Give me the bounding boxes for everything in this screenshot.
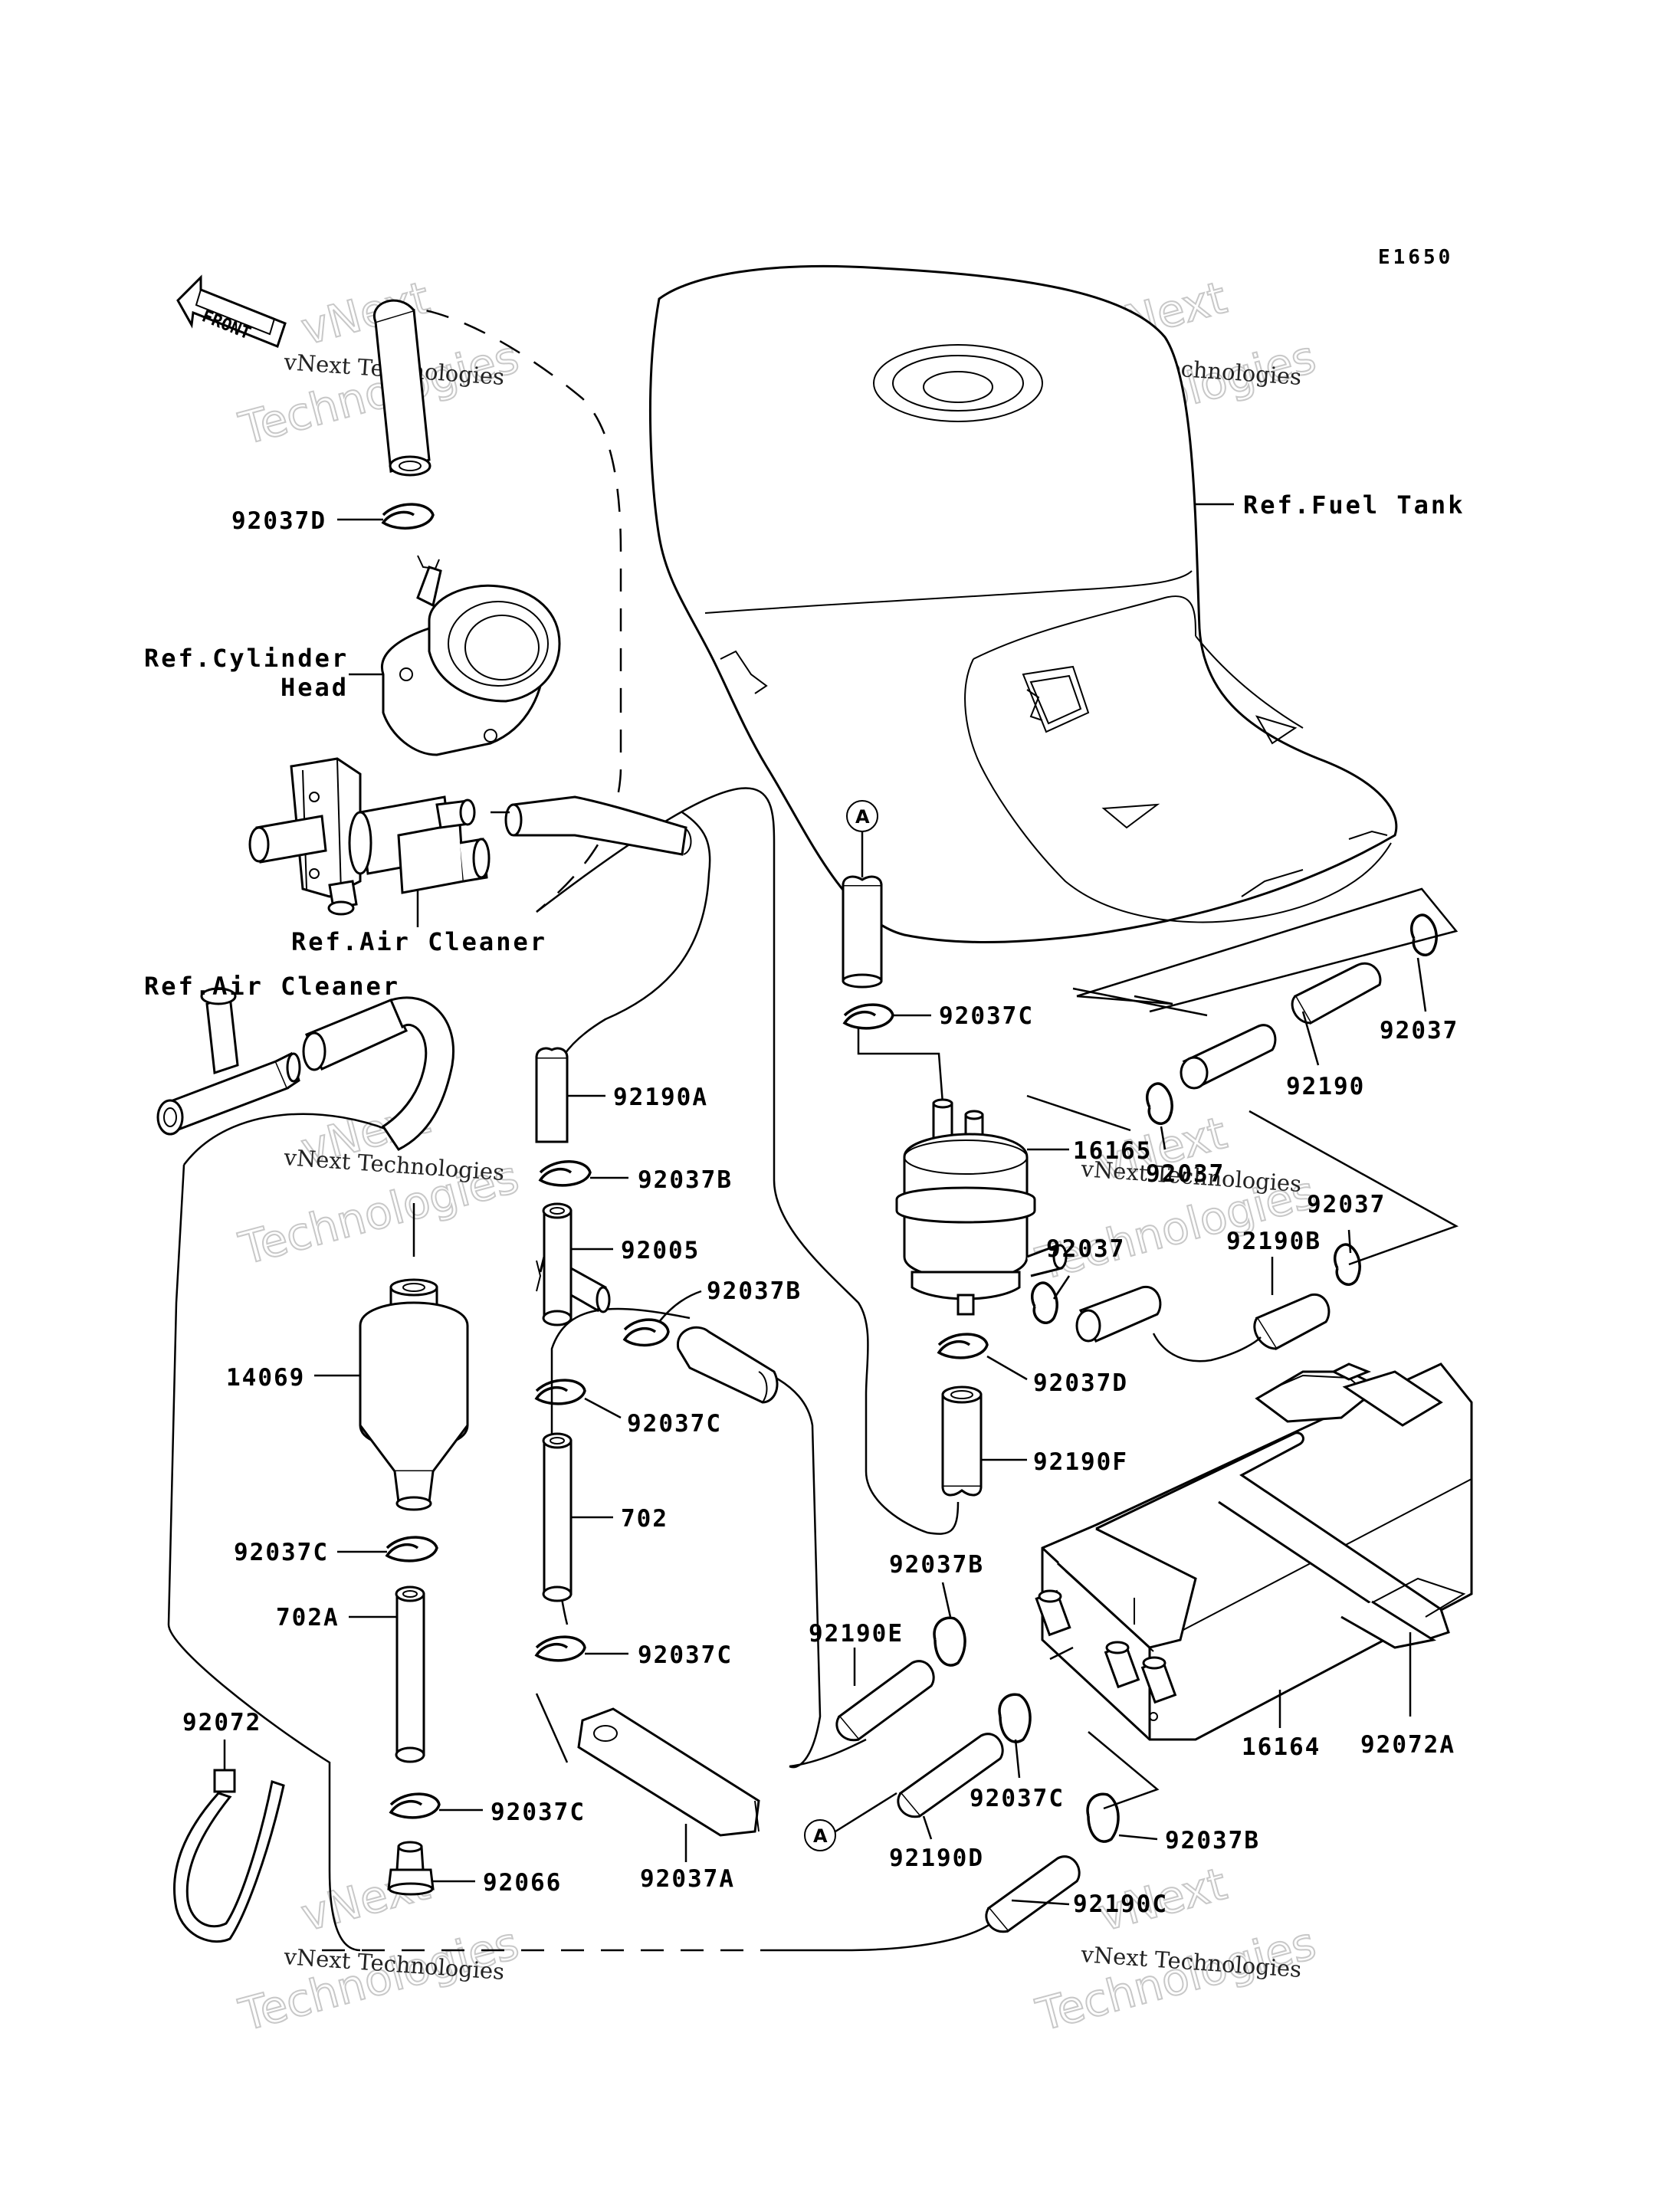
label-16164: 16164 <box>1242 1733 1321 1761</box>
label-702A: 702A <box>276 1604 340 1631</box>
ref-fuel-tank-label: Ref.Fuel Tank <box>1243 490 1465 520</box>
hose-92190F <box>941 1385 983 1497</box>
hose-air-cleaner-left <box>302 996 454 1151</box>
clip-92037B-bottom <box>1086 1792 1120 1843</box>
label-92037C-pump: 92037C <box>939 1002 1034 1030</box>
hose-pump-outlet <box>1075 1285 1162 1343</box>
clip-92037B-canister <box>933 1616 966 1667</box>
clip-92037B-left <box>538 1160 592 1187</box>
label-16165: 16165 <box>1073 1137 1152 1165</box>
label-92190F: 92190F <box>1033 1448 1128 1476</box>
label-92037D-pump: 92037D <box>1033 1369 1128 1397</box>
label-92037C-left: 92037C <box>234 1539 329 1566</box>
front-arrow-icon: FRONT <box>176 274 287 348</box>
label-92037-pump-right: 92037 <box>1146 1160 1225 1188</box>
hose-top-left <box>372 299 431 477</box>
label-92037B-canister: 92037B <box>889 1551 984 1579</box>
diagram-code: E1650 <box>1378 246 1453 269</box>
cable-tie-92072 <box>173 1769 285 1943</box>
canister-16164 <box>1035 1362 1473 1741</box>
label-92190C: 92190C <box>1073 1890 1168 1918</box>
ref-cylinder-head-label-1: Ref.Cylinder <box>144 644 349 673</box>
label-92037-tank-right: 92037 <box>1380 1017 1459 1044</box>
clip-92037D-top <box>381 503 435 530</box>
hose-joint-to-canister <box>677 1326 779 1404</box>
hose-92190-lower <box>1180 1024 1277 1090</box>
air-cleaner-t-fitting <box>156 987 301 1136</box>
label-92037D-top: 92037D <box>231 507 326 535</box>
label-92037B-left: 92037B <box>638 1166 733 1194</box>
label-92037B-joint: 92037B <box>707 1277 802 1305</box>
label-92037C-canister: 92037C <box>970 1785 1065 1812</box>
hose-92190D <box>897 1733 1004 1818</box>
ref-cylinder-head-label-2: Head <box>281 673 349 702</box>
clip-92037C-left <box>385 1536 438 1562</box>
hose-air-cleaner-upper <box>491 795 692 856</box>
hose-92190C <box>985 1855 1081 1933</box>
clip-92037-right <box>1333 1243 1361 1286</box>
watermark-mid-left: vNext Technologies vNext Technologies <box>233 1090 524 1276</box>
clip-92037B-joint <box>622 1318 670 1347</box>
svg-text:A: A <box>855 806 870 828</box>
cylinder-head-intake <box>380 555 561 756</box>
label-92037B-bottom: 92037B <box>1165 1827 1260 1854</box>
label-92072: 92072 <box>182 1709 261 1736</box>
label-92072A: 92072A <box>1360 1731 1455 1759</box>
clip-92037C-lower <box>534 1635 586 1662</box>
fuel-filter-14069 <box>359 1278 469 1511</box>
t-joint-92005 <box>536 1202 611 1326</box>
label-92037C-bottom: 92037C <box>491 1799 586 1826</box>
hose-702A <box>395 1585 425 1763</box>
strap-92037A <box>577 1707 760 1837</box>
hose-92190B <box>1253 1293 1331 1350</box>
hose-92190A <box>535 1047 569 1143</box>
label-92190E: 92190E <box>809 1620 904 1648</box>
hose-92190E <box>835 1660 935 1742</box>
air-cleaner-valve <box>248 757 491 916</box>
fuel-tank <box>648 264 1398 943</box>
label-92037C-lower: 92037C <box>638 1641 733 1669</box>
label-702: 702 <box>621 1505 668 1533</box>
svg-text:A: A <box>813 1825 828 1847</box>
label-92037-pump-bottom: 92037 <box>1046 1235 1125 1263</box>
clip-92037-tank-right <box>1409 913 1438 956</box>
label-14069: 14069 <box>226 1364 305 1392</box>
hose-702 <box>542 1432 573 1602</box>
cap-92066 <box>387 1841 435 1896</box>
clip-92037-pump-right <box>1145 1082 1173 1125</box>
clip-92037C-canister <box>998 1693 1032 1743</box>
clip-92037C-pump <box>842 1003 894 1030</box>
label-92066: 92066 <box>483 1869 562 1897</box>
hose-connector-a <box>842 875 883 989</box>
label-92005: 92005 <box>621 1237 700 1264</box>
label-92037-right: 92037 <box>1307 1191 1386 1218</box>
routing-dashed-lines <box>322 305 782 1952</box>
hose-92190-upper <box>1291 962 1382 1025</box>
label-92037C-mid: 92037C <box>627 1410 722 1438</box>
ref-air-cleaner-left-label: Ref.Air Cleaner <box>144 972 400 1001</box>
label-92190A: 92190A <box>613 1084 708 1111</box>
connector-mark-lower: A <box>804 1819 836 1851</box>
label-92190: 92190 <box>1286 1073 1365 1100</box>
clip-92037C-bottom <box>389 1792 441 1819</box>
watermark-bottom-right: vNext Technologies vNext Technologies <box>1030 1857 1321 2042</box>
fuel-pump-16165 <box>895 1098 1068 1316</box>
clip-92037D-pump <box>937 1333 989 1359</box>
clip-92037C-mid <box>534 1379 586 1405</box>
label-92190B: 92190B <box>1226 1228 1321 1255</box>
label-92037A: 92037A <box>640 1865 735 1893</box>
label-92190D: 92190D <box>889 1844 984 1872</box>
ref-air-cleaner-upper-label: Ref.Air Cleaner <box>291 927 547 956</box>
